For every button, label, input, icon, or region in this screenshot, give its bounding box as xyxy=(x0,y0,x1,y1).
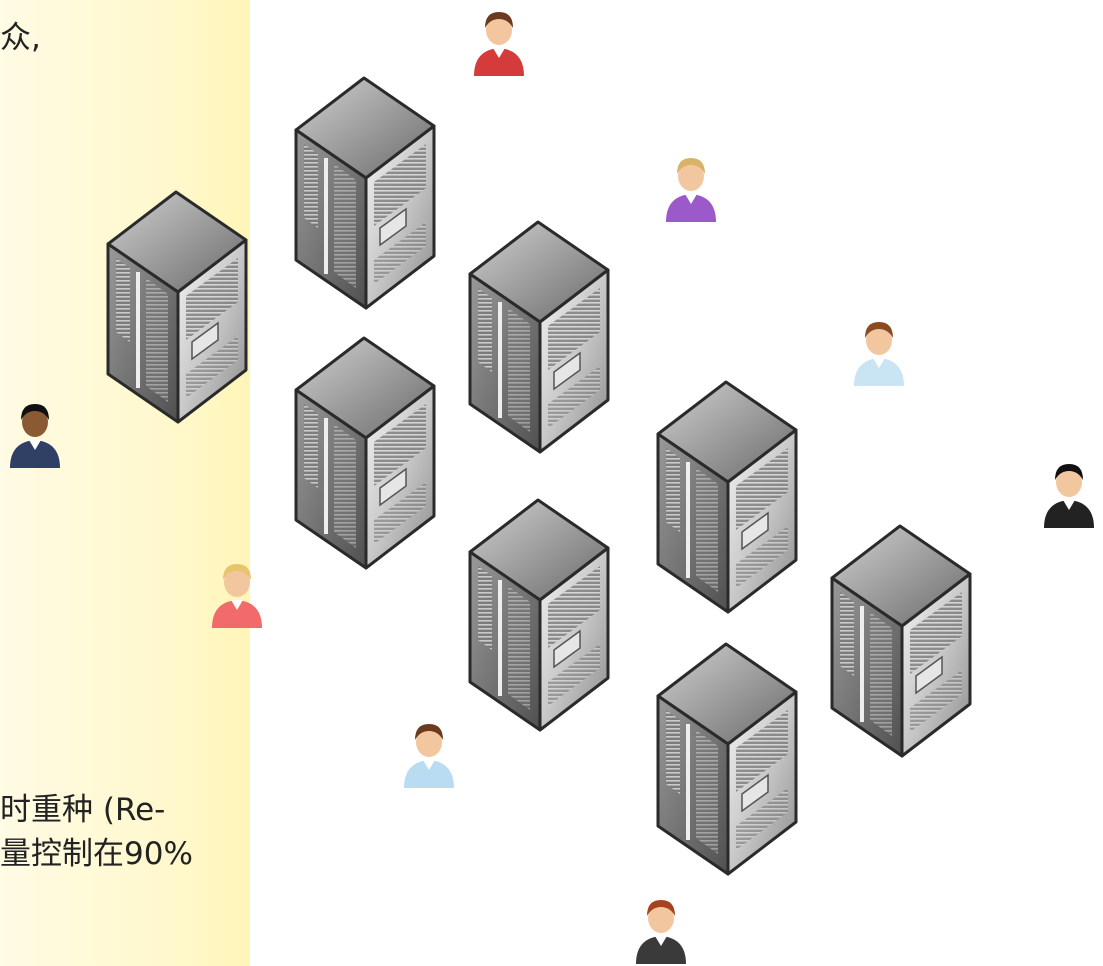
user-avatar-icon xyxy=(666,158,716,222)
highlight-band xyxy=(0,0,250,966)
user-avatar-icon xyxy=(10,404,60,468)
server-5 xyxy=(656,380,798,614)
server-4 xyxy=(294,336,436,570)
server-2 xyxy=(294,76,436,310)
server-6 xyxy=(468,498,610,732)
user-avatar-icon xyxy=(212,564,262,628)
server-1 xyxy=(106,190,248,424)
user-avatar-icon xyxy=(636,900,686,964)
cropped-text-bottom-2: 量控制在90% xyxy=(0,836,193,872)
server-3 xyxy=(468,220,610,454)
server-8 xyxy=(656,642,798,876)
server-7 xyxy=(830,524,972,758)
user-avatar-icon xyxy=(1044,464,1094,528)
user-avatar-icon xyxy=(854,322,904,386)
cropped-text-top: 众, xyxy=(0,20,41,56)
user-avatar-icon xyxy=(404,724,454,788)
cropped-text-bottom-1: 时重种 (Re- xyxy=(0,792,166,828)
user-avatar-icon xyxy=(474,12,524,76)
